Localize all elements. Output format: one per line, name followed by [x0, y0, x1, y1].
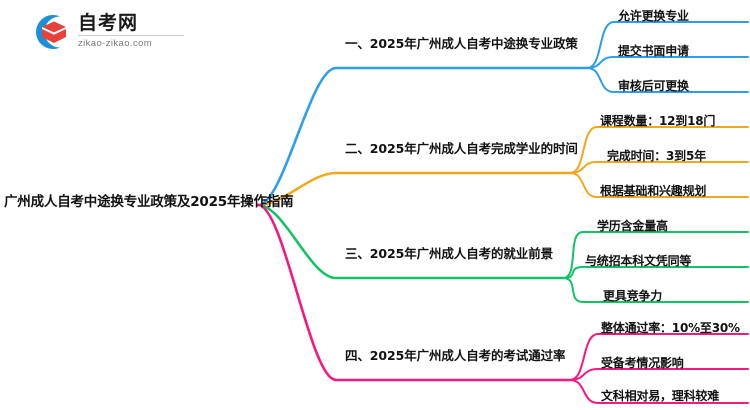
leaf-label-1-2: 提交书面申请 — [618, 44, 689, 58]
leaf-label-4-1: 整体通过率：10%至30% — [601, 321, 740, 335]
branch-label-3: 三、2025年广州成人自考的就业前景 — [345, 246, 553, 261]
leaf-label-3-2: 与统招本科文凭同等 — [585, 254, 692, 268]
logo-divider — [78, 35, 184, 36]
leaf-label-2-3: 根据基础和兴趣规划 — [600, 184, 707, 198]
branch-label-2: 二、2025年广州成人自考完成学业的时间 — [345, 141, 578, 156]
leaf-label-3-3: 更具竞争力 — [603, 289, 663, 303]
leaf-label-2-2: 完成时间：3到5年 — [607, 149, 706, 163]
branch-label-1: 一、2025年广州成人自考中途换专业政策 — [345, 36, 578, 51]
leaf-label-1-1: 允许更换专业 — [618, 9, 689, 23]
branch-label-4: 四、2025年广州成人自考的考试通过率 — [345, 348, 566, 363]
mindmap-root-label: 广州成人自考中途换专业政策及2025年操作指南 — [4, 194, 294, 210]
leaf-label-4-2b: 受备考情况影响 — [601, 356, 684, 370]
logo-text-block: 自考网 zikao-zikao.com — [78, 12, 190, 49]
logo-title: 自考网 — [78, 12, 139, 34]
leaf-label-3-1: 学历含金量高 — [597, 219, 668, 233]
logo-domain: zikao-zikao.com — [78, 38, 153, 49]
leaf-label-4-3: 文科相对易，理科较难 — [601, 389, 720, 403]
site-logo: 自考网 zikao-zikao.com — [30, 8, 190, 56]
graduation-cap-icon — [30, 10, 74, 54]
leaf-label-1-3: 审核后可更换 — [618, 79, 689, 93]
leaf-label-2-1: 课程数量：12到18门 — [600, 114, 716, 128]
